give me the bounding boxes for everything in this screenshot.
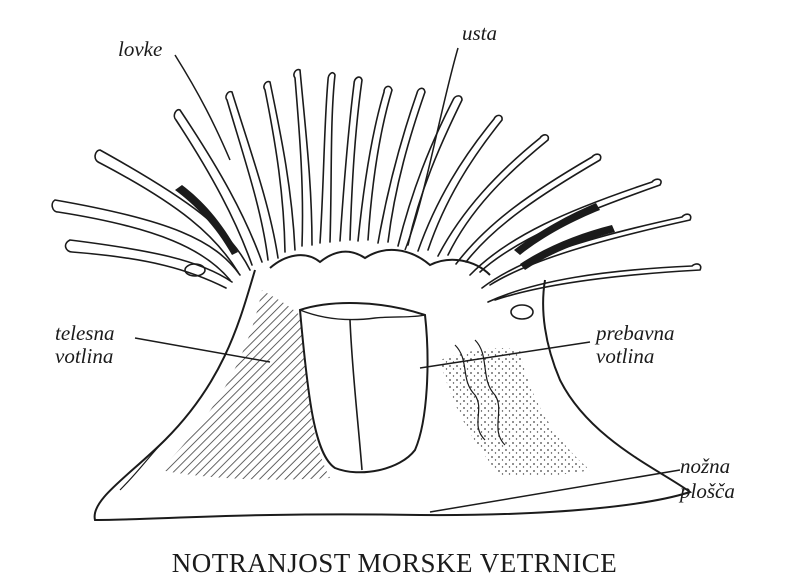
label-foot-disc-2: plošča — [680, 480, 735, 502]
label-foot-disc-1: nožna — [680, 455, 730, 477]
label-tentacles: lovke — [118, 38, 162, 60]
label-mouth: usta — [462, 22, 497, 44]
leader-nozna — [430, 470, 680, 512]
gonad-right — [511, 305, 533, 319]
label-body-cavity-2: votlina — [55, 345, 113, 367]
leader-usta — [405, 48, 458, 250]
tentacles — [52, 70, 701, 302]
label-digestive-cavity-1: prebavna — [596, 322, 675, 344]
pharynx — [300, 303, 428, 472]
figure-caption: NOTRANJOST MORSKE VETRNICE — [0, 548, 789, 579]
label-digestive-cavity-2: votlina — [596, 345, 654, 367]
label-body-cavity-1: telesna — [55, 322, 114, 344]
body-cavity-fill-right — [440, 348, 590, 476]
